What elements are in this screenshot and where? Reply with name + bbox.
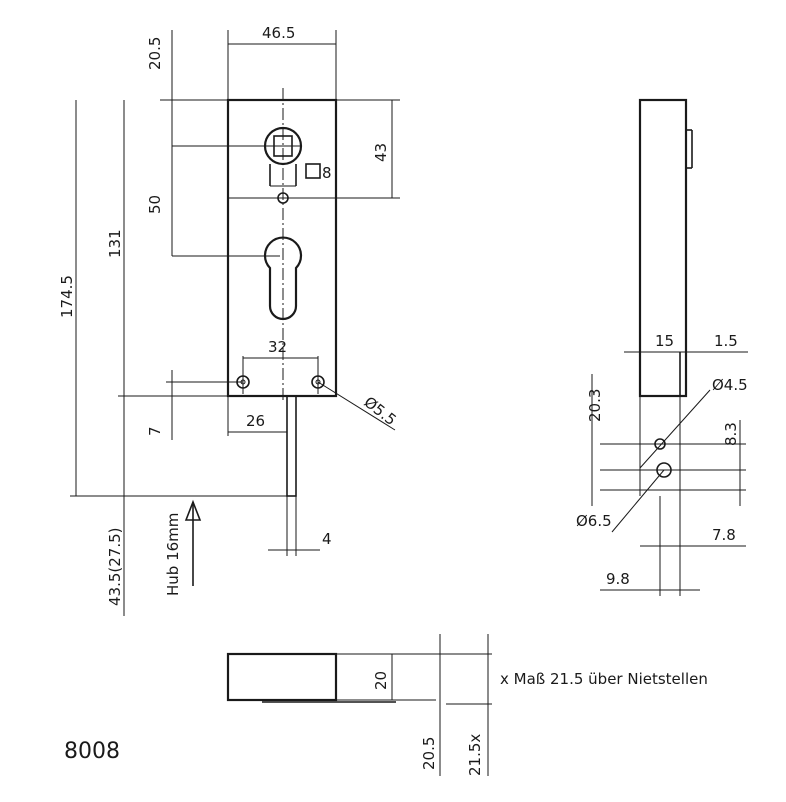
bolt	[286, 395, 297, 497]
dim-46-5: 46.5	[262, 24, 295, 42]
dim-4: 4	[322, 530, 332, 548]
dim-131: 131	[106, 229, 124, 258]
dim-20-5-bottom: 20.5	[420, 737, 438, 770]
dim-43: 43	[372, 143, 390, 162]
dim-9-8: 9.8	[606, 570, 630, 588]
dim-1-5: 1.5	[714, 332, 738, 350]
dim-26: 26	[246, 412, 265, 430]
dim-20-3: 20.3	[586, 389, 604, 422]
bottom-body	[226, 652, 338, 702]
square-label: 8	[322, 164, 332, 182]
side-body	[638, 98, 688, 398]
dim-dia-4-5: Ø4.5	[712, 376, 748, 394]
dim-dia-5-5: Ø5.5	[361, 393, 400, 429]
bottom-view: 20 20.5 21.5x x Maß 21.5 über Nietstelle…	[226, 634, 708, 776]
cylinder-cutout	[263, 236, 303, 321]
dim-20-5-top: 20.5	[146, 37, 164, 70]
front-view: 8 46.5 20.5 43 50 131	[58, 24, 400, 616]
dim-15: 15	[655, 332, 674, 350]
model-number: 8008	[64, 739, 120, 764]
dim-32: 32	[268, 338, 287, 356]
dim-7: 7	[146, 426, 164, 436]
dimension-note: x Maß 21.5 über Nietstellen	[500, 670, 708, 688]
dim-43-5: 43.5(27.5)	[106, 527, 124, 606]
dim-20-bottom: 20	[372, 671, 390, 690]
dim-dia-6-5: Ø6.5	[576, 512, 612, 530]
dim-174-5: 174.5	[58, 275, 76, 318]
dim-8-3: 8.3	[722, 422, 740, 446]
square-symbol	[305, 163, 321, 179]
dim-7-8: 7.8	[712, 526, 736, 544]
dim-50: 50	[146, 195, 164, 214]
hub-label: Hub 16mm	[164, 513, 182, 596]
side-view: 15 1.5 Ø4.5 20.3 8.3 Ø6.5 7.8 9.8	[576, 98, 748, 596]
dim-21-5x: 21.5x	[466, 734, 484, 776]
